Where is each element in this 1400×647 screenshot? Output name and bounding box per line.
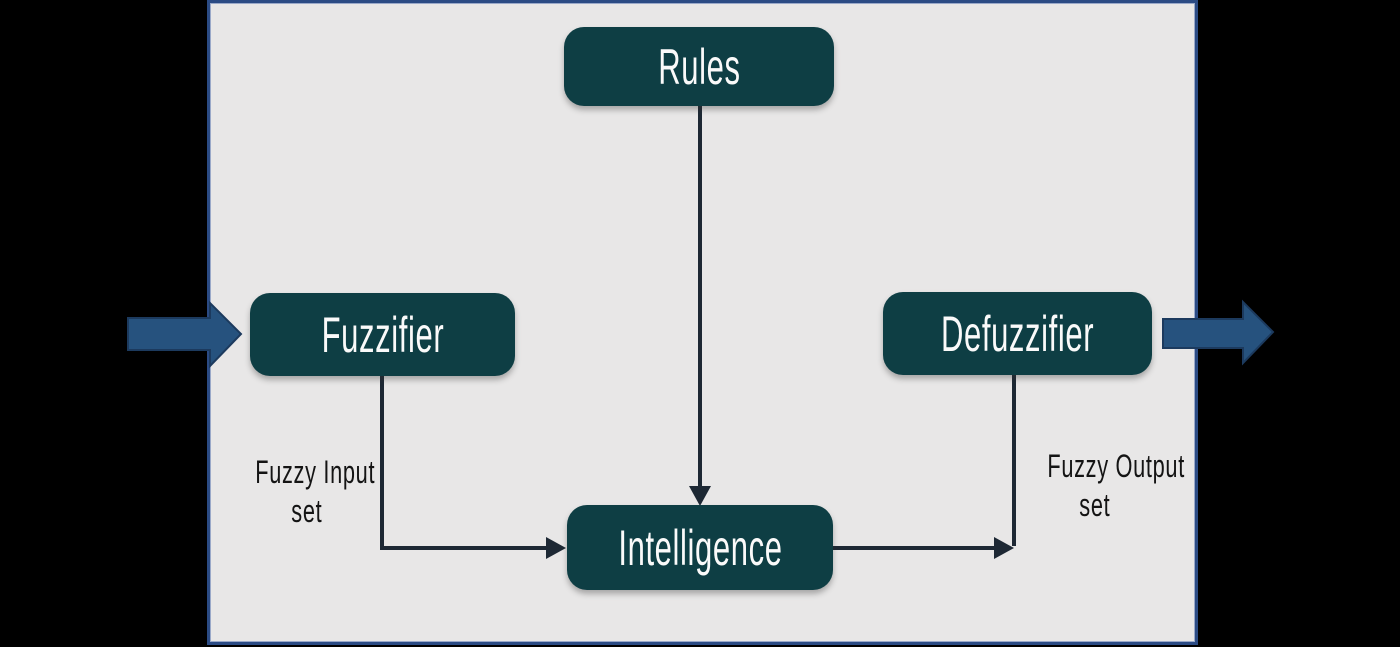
fuzzy-output-set-line1: Fuzzy Output [1047,448,1185,484]
fuzzy-input-set-line1: Fuzzy Input [255,454,376,490]
fuzzy-input-set-label: Fuzzy Input set [227,453,387,531]
intelligence-box: Intelligence [567,505,833,590]
fuzzifier-box-label: Fuzzifier [321,306,444,363]
rules-box: Rules [564,27,834,106]
fuzzy-input-set-line2: set [291,493,323,529]
fuzzy-output-set-line2: set [1079,487,1111,523]
fuzzifier-box: Fuzzifier [250,293,515,376]
rules-box-label: Rules [657,38,741,95]
intelligence-box-label: Intelligence [617,519,783,576]
fuzzy-output-set-label: Fuzzy Output set [1015,447,1184,525]
defuzzifier-box-label: Defuzzifier [940,305,1095,362]
defuzzifier-box: Defuzzifier [883,292,1152,375]
